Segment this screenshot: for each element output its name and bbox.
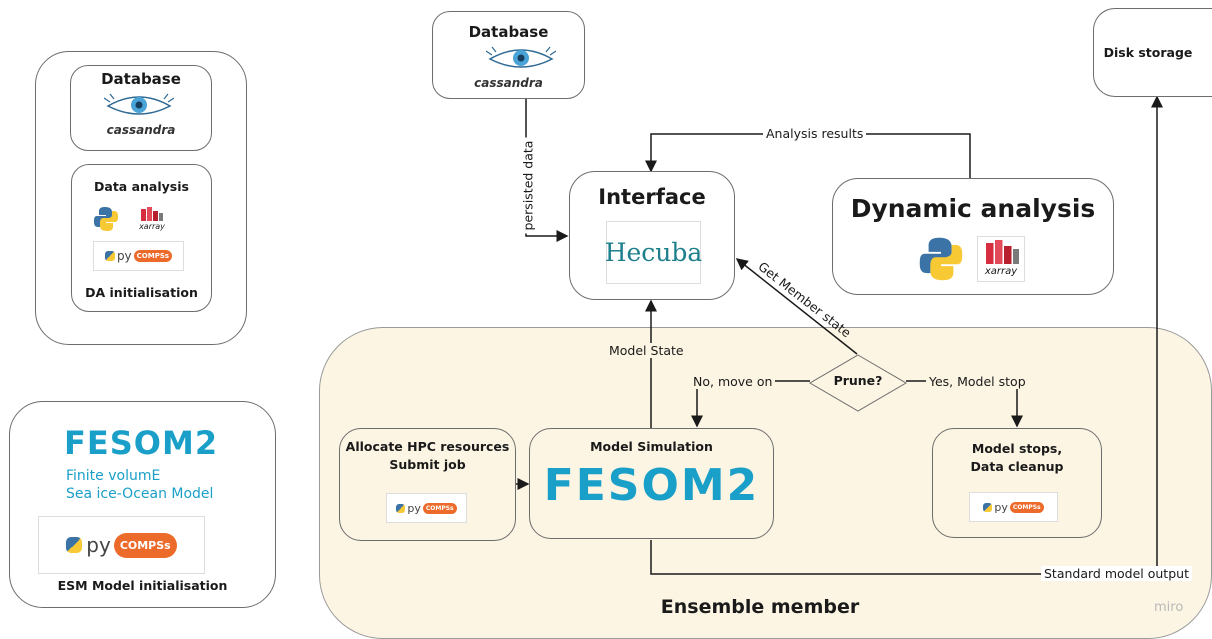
prune-label: Prune? xyxy=(833,373,883,388)
left-database-title: Database xyxy=(101,70,181,88)
pycomps-logo-allocate: py COMPSs xyxy=(386,493,467,523)
python-icon xyxy=(396,503,406,513)
fesom2-logo: FESOM2 xyxy=(64,424,219,462)
dynamic-analysis-title: Dynamic analysis xyxy=(850,194,1096,223)
model-state-label: Model State xyxy=(606,343,687,358)
model-stops-label-1: Model stops, xyxy=(971,441,1063,456)
python-icon xyxy=(918,236,964,282)
xarray-icon: xarray xyxy=(977,236,1025,282)
cassandra-eye-icon xyxy=(103,92,175,120)
xarray-label: xarray xyxy=(139,222,165,231)
cassandra-wordmark: cassandra xyxy=(474,76,543,90)
analysis-results-label: Analysis results xyxy=(763,126,867,141)
py-text: py xyxy=(86,533,111,557)
xarray-label: xarray xyxy=(984,266,1018,277)
standard-output-edge xyxy=(650,95,1163,575)
python-icon xyxy=(983,502,993,512)
disk-storage-label: Disk storage xyxy=(1103,45,1193,60)
py-text: py xyxy=(116,249,132,263)
python-icon xyxy=(104,251,115,261)
py-text: py xyxy=(407,501,421,515)
data-analysis-title: Data analysis xyxy=(94,179,189,194)
hecuba-wordmark: Hecuba xyxy=(604,238,703,267)
model-stops-label-2: Data cleanup xyxy=(970,459,1064,474)
da-init-label: DA initialisation xyxy=(85,285,198,300)
model-simulation-title: Model Simulation xyxy=(590,439,713,454)
python-icon xyxy=(93,206,119,232)
persisted-data-label: persisted data xyxy=(520,137,536,234)
ensemble-member-title: Ensemble member xyxy=(660,596,860,618)
disk-storage-box xyxy=(1093,8,1212,97)
py-text: py xyxy=(994,500,1008,514)
compss-badge: COMPSs xyxy=(1009,501,1044,513)
get-member-state-edge xyxy=(735,258,858,355)
fesom2-tagline-2: Sea ice-Ocean Model xyxy=(66,486,214,502)
yes-model-stop-label: Yes, Model stop xyxy=(926,374,1029,389)
no-move-on-label: No, move on xyxy=(690,374,776,389)
pycomps-logo-esm: py COMPSs xyxy=(38,516,205,574)
miro-watermark: miro xyxy=(1154,600,1184,615)
compss-badge: COMPSs xyxy=(422,502,457,514)
fesom2-tagline-1: Finite volumE xyxy=(66,468,161,484)
hecuba-logo: Hecuba xyxy=(604,221,703,284)
data-analysis-box xyxy=(71,164,212,312)
cassandra-eye-icon xyxy=(485,45,557,73)
prune-decision: Prune? xyxy=(809,354,907,412)
esm-init-label: ESM Model initialisation xyxy=(57,578,228,593)
python-icon xyxy=(66,537,83,553)
standard-output-label: Standard model output xyxy=(1041,566,1192,581)
compss-badge: COMPSs xyxy=(113,532,177,558)
cassandra-wordmark: cassandra xyxy=(106,123,176,137)
compss-badge: COMPSs xyxy=(133,250,173,262)
pycomps-logo-stops: py COMPSs xyxy=(969,492,1058,522)
fesom2-logo: FESOM2 xyxy=(543,460,760,511)
top-database-title: Database xyxy=(468,23,549,41)
model-simulation-box xyxy=(529,428,774,539)
allocate-label-1: Allocate HPC resources xyxy=(345,439,510,454)
xarray-icon: xarray xyxy=(137,205,167,233)
allocate-label-2: Submit job xyxy=(389,457,466,472)
pycomps-logo-da: py COMPSs xyxy=(93,241,184,271)
interface-title: Interface xyxy=(598,185,706,209)
dynamic-analysis-box xyxy=(832,178,1114,295)
